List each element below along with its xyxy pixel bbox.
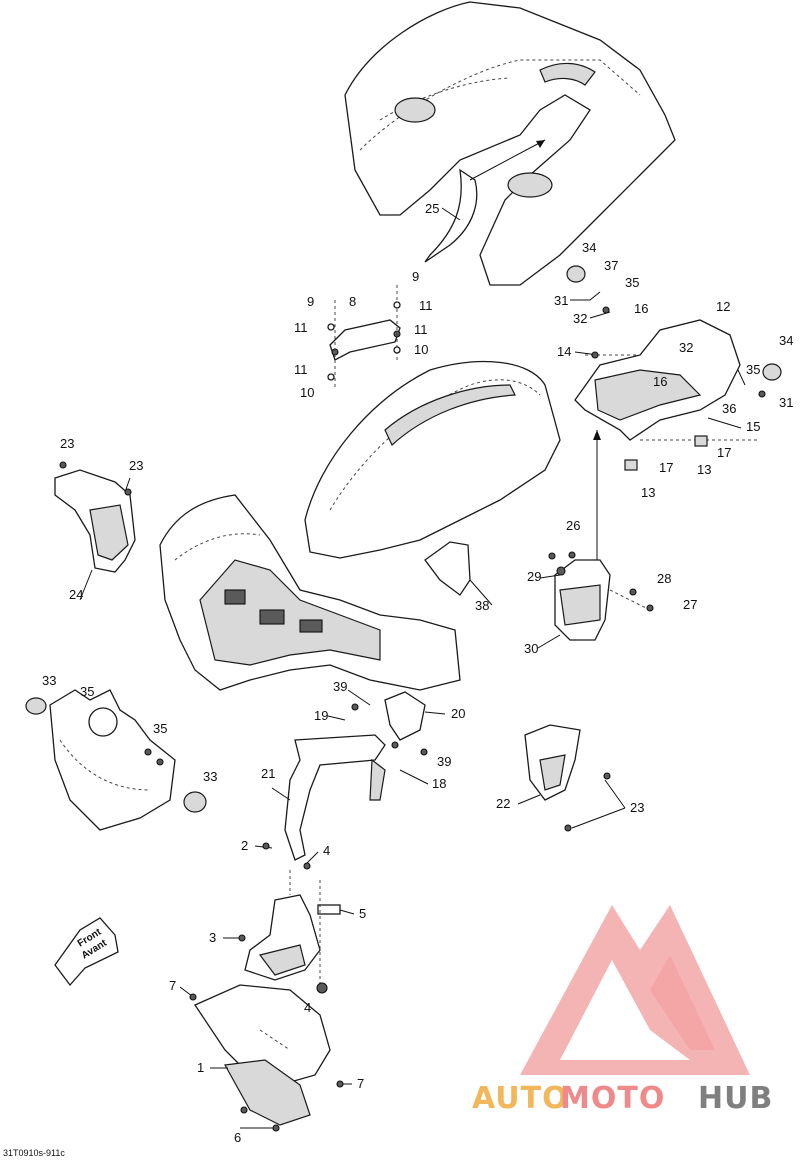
callout: 17	[717, 445, 731, 460]
callout: 7	[357, 1076, 364, 1091]
callout: 35	[153, 721, 167, 736]
callout: 35	[625, 275, 639, 290]
fascia-vent-3	[299, 619, 323, 633]
callout: 11	[419, 298, 433, 313]
callout: 11	[294, 320, 308, 335]
wordmark-hub: HUB	[698, 1081, 773, 1116]
callout: 4	[304, 1000, 311, 1015]
callout: 10	[414, 342, 428, 357]
callout: 10	[300, 385, 314, 400]
lower-headlight-panel	[25, 689, 207, 831]
callout: 6	[234, 1130, 241, 1145]
callout: 20	[451, 706, 465, 721]
callout: 33	[42, 673, 56, 688]
callout: 34	[779, 333, 793, 348]
rack-clip-2	[694, 435, 708, 447]
support-bracket	[384, 691, 426, 741]
headlight-lens	[88, 707, 118, 737]
callout: 32	[573, 311, 587, 326]
callout: 23	[60, 436, 74, 451]
callout: 28	[657, 571, 671, 586]
callout: 36	[722, 401, 736, 416]
callout: 12	[716, 299, 730, 314]
callout: 31	[554, 293, 568, 308]
bracket-38	[424, 541, 471, 596]
callout: 39	[437, 754, 451, 769]
callout: 30	[524, 641, 538, 656]
skid-plate	[194, 984, 331, 1126]
callout: 16	[653, 374, 667, 389]
callout: 23	[129, 458, 143, 473]
callout: 29	[527, 569, 541, 584]
callout: 18	[432, 776, 446, 791]
bumper-frame	[284, 734, 386, 861]
callout: 19	[314, 708, 328, 723]
rear-rack	[566, 265, 782, 560]
callout: 26	[566, 518, 580, 533]
callout: 35	[746, 362, 760, 377]
callout: 23	[630, 800, 644, 815]
logo-triangle-inner	[560, 960, 690, 1060]
callout: 39	[333, 679, 347, 694]
callout: 24	[69, 587, 83, 602]
watermark-logo	[520, 905, 750, 1075]
fascia-vent-1	[224, 589, 246, 605]
callout: 1	[197, 1060, 204, 1075]
callout: 33	[203, 769, 217, 784]
callout: 38	[475, 598, 489, 613]
callout: 31	[779, 395, 793, 410]
callout: 9	[412, 269, 419, 284]
storage-box	[554, 559, 651, 641]
callout: 2	[241, 838, 248, 853]
grommet-right	[183, 791, 207, 813]
callout: 11	[294, 362, 308, 377]
reference-code: 31T0910s-911c	[3, 1148, 65, 1158]
callout: 3	[209, 930, 216, 945]
side-panel-left	[54, 469, 136, 573]
grab-handle	[327, 285, 401, 388]
callout: 4	[323, 843, 330, 858]
callout: 8	[349, 294, 356, 309]
grommet-left	[25, 697, 47, 715]
callout: 14	[557, 344, 571, 359]
callout: 25	[425, 201, 439, 216]
callout: 32	[679, 340, 693, 355]
callout: 13	[641, 485, 655, 500]
rack-cap-top	[566, 265, 586, 283]
rear-fender	[344, 1, 676, 286]
watermark-wordmark: AUTO MOTO HUB	[472, 1081, 773, 1116]
callout: 35	[80, 684, 94, 699]
fender-light-recess-right	[507, 172, 553, 198]
callout: 34	[582, 240, 596, 255]
callout: 16	[634, 301, 648, 316]
callout-labels: 25 34 37 35 31 32 16 12 14 32 35 34 16 3…	[42, 201, 793, 1145]
front-fascia	[159, 494, 461, 691]
callout: 27	[683, 597, 697, 612]
fascia-vent-2	[259, 609, 285, 625]
callout: 17	[659, 460, 673, 475]
spacer-5	[317, 904, 341, 915]
side-panel-right	[524, 724, 581, 801]
callout: 11	[414, 322, 428, 337]
callout: 7	[169, 978, 176, 993]
front-direction-arrow: Front Avant	[54, 917, 119, 987]
callout: 13	[697, 462, 711, 477]
fender-light-recess-left	[394, 97, 436, 123]
rack-clip-1	[624, 459, 638, 471]
callout: 9	[307, 294, 314, 309]
wordmark-moto: MOTO	[560, 1081, 665, 1116]
fasteners	[59, 306, 766, 1132]
callout: 22	[496, 796, 510, 811]
trim-strip	[424, 139, 546, 263]
front-body-panel	[304, 361, 561, 559]
callout: 37	[604, 258, 618, 273]
lower-mount-bracket	[244, 894, 341, 981]
rack-cap-right	[762, 363, 782, 381]
callout: 15	[746, 419, 760, 434]
wordmark-auto: AUTO	[472, 1081, 569, 1116]
callout: 5	[359, 906, 366, 921]
callout: 21	[261, 766, 275, 781]
logo-triangle-cut	[650, 955, 715, 1050]
